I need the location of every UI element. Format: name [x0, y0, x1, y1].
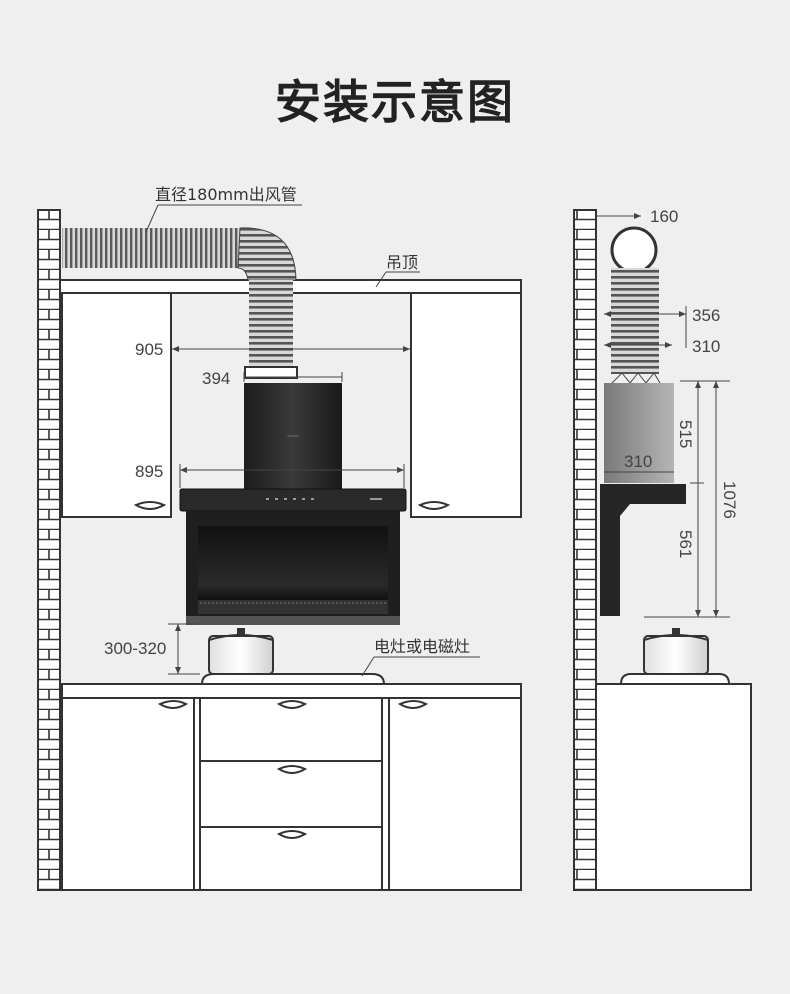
drawer-handle-icon	[157, 700, 189, 709]
dim-duct-inner-depth: 310	[692, 337, 720, 356]
upper-cabinet-right	[410, 292, 522, 518]
dimension-905	[172, 346, 410, 352]
countertop	[61, 683, 522, 699]
drawer	[199, 826, 383, 891]
dim-total-height: 1076	[720, 481, 739, 519]
upper-cabinet-left	[61, 292, 172, 518]
hood-intake-grille	[198, 600, 388, 614]
duct-collar	[244, 366, 298, 379]
pot-icon	[208, 628, 274, 675]
hood-panel-side	[600, 484, 686, 616]
dimension-394	[243, 372, 343, 382]
pot-icon	[643, 628, 709, 675]
dim-hood-depth: 310	[624, 452, 652, 471]
dimension-515-561	[644, 380, 730, 618]
hood-chimney	[244, 383, 342, 491]
dim-cabinet-gap: 905	[135, 340, 163, 359]
cabinet-handle-icon	[417, 501, 451, 510]
brand-logo: ~~~~	[287, 434, 299, 440]
lower-cabinet-left	[61, 697, 195, 891]
dimension-310-top	[604, 342, 672, 348]
label-duct: 直径180mm出风管	[155, 185, 297, 204]
dim-outlet-width: 394	[202, 369, 230, 388]
lower-cabinet-right	[388, 697, 522, 891]
duct-pipe-elbow	[237, 227, 297, 281]
duct-pipe-side	[611, 268, 659, 374]
dimension-160	[596, 213, 641, 219]
dim-panel-height: 561	[676, 530, 695, 558]
dimension-300-320	[168, 623, 200, 675]
dim-duct-outer-depth: 356	[692, 306, 720, 325]
hood-chimney-side	[604, 383, 674, 483]
label-stove: 电灶或电磁灶	[374, 637, 470, 656]
duct-pipe-vertical	[249, 280, 293, 368]
dim-hood-width: 895	[135, 462, 163, 481]
cabinet-handle-icon	[133, 501, 167, 510]
dim-chimney-height: 515	[676, 420, 695, 448]
hood-glass-panel	[198, 526, 388, 600]
brick-wall-front	[37, 209, 61, 891]
duct-cross-section	[610, 226, 658, 274]
drawer-handle-icon	[397, 700, 429, 709]
dimension-895	[179, 464, 405, 488]
drawer-handle-icon	[276, 765, 308, 774]
dim-install-height: 300-320	[104, 639, 166, 658]
lower-cabinet-side	[595, 683, 752, 891]
label-ceiling: 吊顶	[386, 253, 418, 272]
drawer	[199, 760, 383, 828]
drawer-handle-icon	[276, 830, 308, 839]
duct-pipe-horizontal	[62, 228, 252, 268]
stove-side	[619, 673, 731, 685]
page-title: 安装示意图	[275, 75, 515, 129]
dim-duct-diameter-side: 160	[650, 207, 678, 226]
hood-buttons	[266, 498, 382, 500]
dimension-356	[604, 306, 687, 348]
brick-wall-side	[573, 209, 597, 891]
stove	[200, 673, 386, 685]
drawer-handle-icon	[276, 700, 308, 709]
